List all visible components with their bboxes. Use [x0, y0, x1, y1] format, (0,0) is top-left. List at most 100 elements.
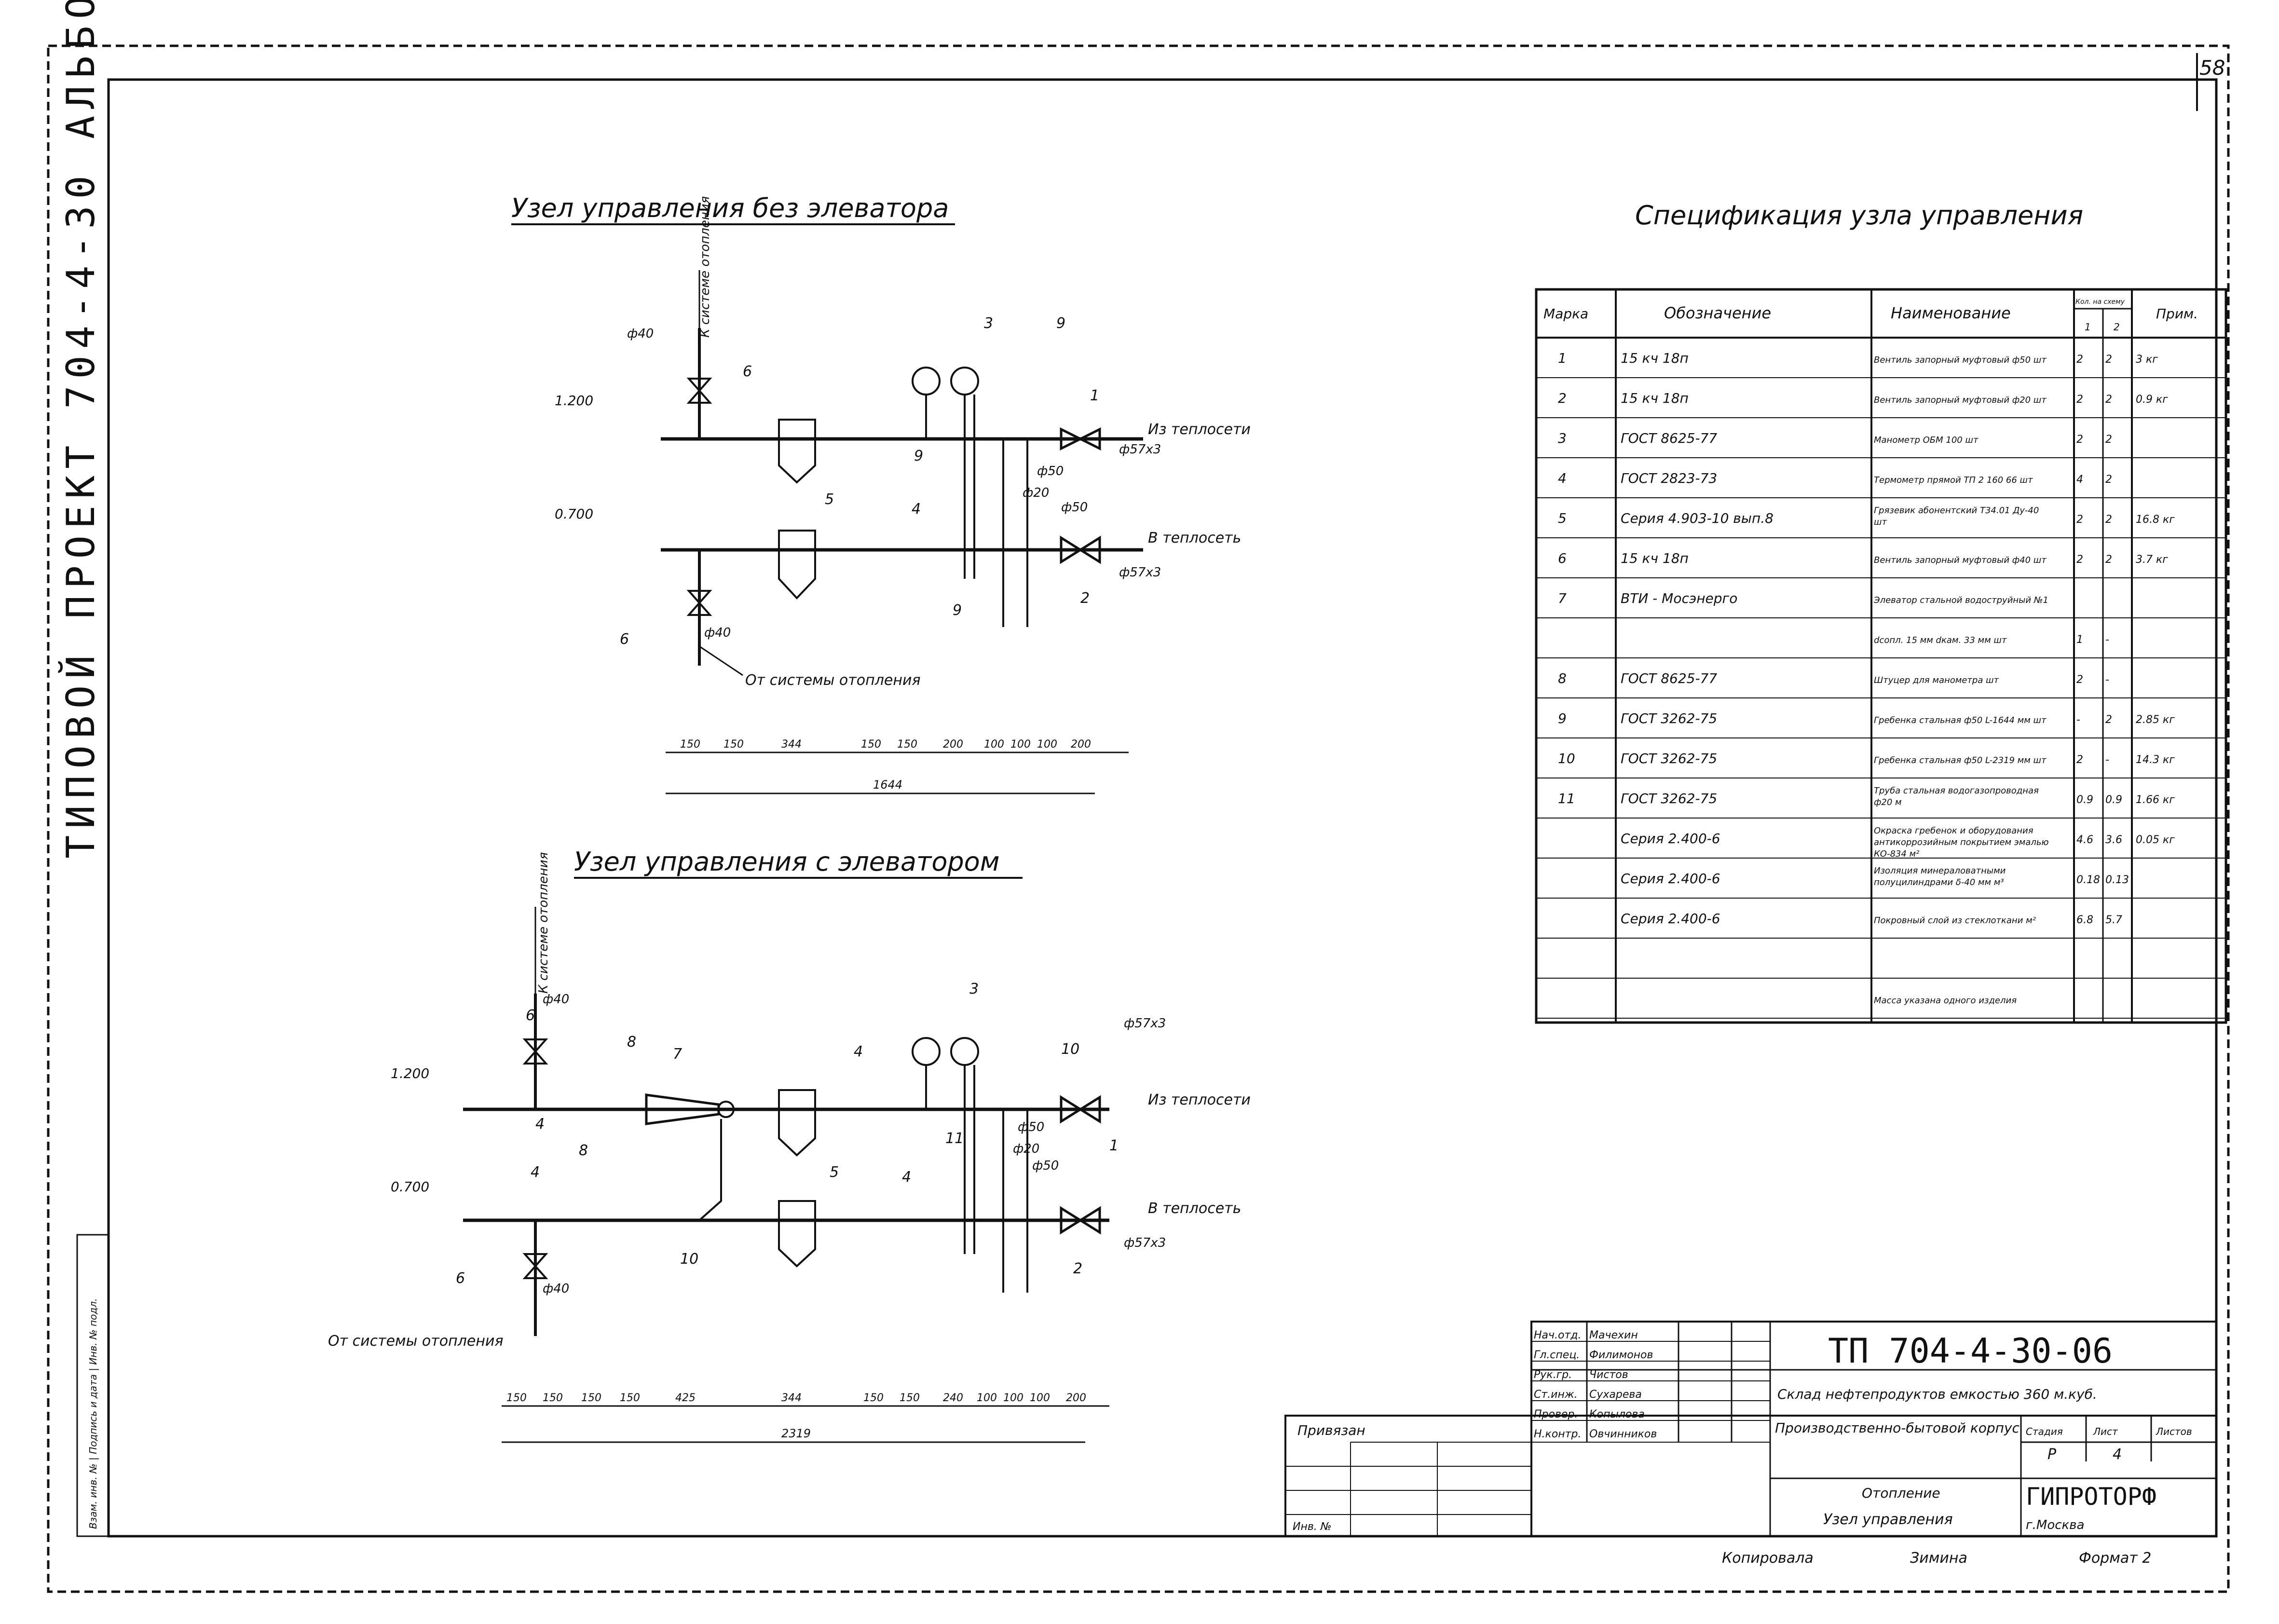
spec-cell-q1: 1: [2076, 634, 2083, 646]
callout: 10: [680, 1251, 698, 1268]
diameter-mark: ф20: [1023, 486, 1049, 500]
spec-cell-q2: -: [2105, 754, 2109, 766]
dimension: 200: [1066, 1392, 1086, 1404]
dimension: 100: [1030, 1392, 1050, 1404]
tb-person: Копылова: [1589, 1408, 1645, 1420]
diagram1-title: Узел управления без элеватора: [511, 193, 949, 223]
dimension: 150: [723, 738, 744, 751]
spec-cell-q1: 2: [2076, 514, 2083, 526]
spec-cell-note: 16.8 кг: [2136, 514, 2175, 526]
dimension: 425: [675, 1392, 696, 1404]
callout: 6: [456, 1270, 465, 1287]
album-side-label: ТИПОВОЙ ПРОЕКТ 704-4-30 АЛЬБОМ I: [58, 0, 103, 859]
tb-project-name: Склад нефтепродуктов емкостью 360 м.куб.: [1777, 1386, 2097, 1402]
diagram1-from-system: От системы отопления: [745, 672, 921, 689]
spec-cell-mark: 4: [1558, 470, 1567, 486]
page-number: 58: [2199, 56, 2225, 80]
spec-cell-designation: ГОСТ 3262-75: [1621, 710, 1717, 726]
spec-cell-designation: 15 кч 18п: [1621, 350, 1689, 366]
tb-role: Провер.: [1534, 1408, 1578, 1420]
tb-copier: Зимина: [1910, 1550, 1967, 1567]
mud-trap-icon: [778, 419, 816, 484]
elevator-icon: [645, 1093, 720, 1125]
spec-cell-name: Штуцер для манометра шт: [1874, 675, 1999, 685]
dimension: 100: [1010, 738, 1031, 751]
spec-cell-q2: 2: [2105, 554, 2112, 566]
spec-cell-q2: 2: [2105, 394, 2112, 406]
valve-icon: [686, 378, 712, 393]
diameter-mark: ф57х3: [1119, 565, 1161, 580]
spec-cell-designation: 15 кч 18п: [1621, 390, 1689, 406]
spec-title: Спецификация узла управления: [1635, 200, 2083, 231]
level-mark: 1.200: [555, 393, 593, 409]
spec-cell-q2: 2: [2105, 474, 2112, 486]
tb-stage: Р: [2047, 1446, 2057, 1463]
tb-person: Филимонов: [1589, 1349, 1653, 1361]
spec-cell-q2: 5.7: [2105, 914, 2122, 926]
spec-cell-name: Масса указана одного изделия: [1874, 996, 2017, 1006]
spec-cell-mark: 2: [1558, 390, 1567, 406]
spec-cell-q2: 2: [2105, 514, 2112, 526]
dimension: 200: [1071, 738, 1091, 751]
dimension: 150: [543, 1392, 563, 1404]
diameter-mark: ф57х3: [1124, 1236, 1166, 1250]
dimension: 150: [581, 1392, 601, 1404]
dimension: 150: [900, 1392, 920, 1404]
callout: 9: [914, 448, 923, 464]
diameter-mark: ф40: [704, 626, 731, 640]
spec-cell-mark: 3: [1558, 430, 1567, 446]
tb-project-code: ТП 704-4-30-06: [1828, 1331, 2113, 1371]
spec-header-note: Прим.: [2156, 306, 2198, 322]
spec-header-q2: 2: [2114, 321, 2120, 333]
dimension: 150: [861, 738, 881, 751]
mud-trap-icon: [778, 1200, 816, 1268]
spec-header-name: Наименование: [1891, 304, 2011, 322]
spec-cell-note: 0.9 кг: [2136, 394, 2168, 406]
spec-cell-designation: 15 кч 18п: [1621, 550, 1689, 566]
tb-sheet-title: Узел управления: [1823, 1511, 1953, 1528]
title-block: Привязан Инв. № ТП 704-4-30-06 Склад неф…: [1284, 1321, 2217, 1567]
spec-cell-designation: ГОСТ 3262-75: [1621, 791, 1717, 806]
diagram-with-elevator: Узел управления с элеватором К системе о…: [328, 846, 1251, 1443]
spec-header-qty: Кол. на схему: [2075, 298, 2125, 306]
spec-cell-q1: 2: [2076, 354, 2083, 366]
diameter-mark: ф40: [543, 1282, 569, 1296]
callout: 6: [743, 363, 752, 380]
spec-cell-q1: 2: [2076, 554, 2083, 566]
callout: 2: [1073, 1260, 1082, 1277]
diagram1-to-system: К системе отопления: [698, 196, 712, 338]
spec-cell-q2: 2: [2105, 434, 2112, 446]
tb-tied: Привязан: [1297, 1422, 1365, 1438]
tb-section: Отопление: [1862, 1485, 1940, 1501]
callout: 6: [620, 631, 629, 648]
valve-icon: [522, 1038, 548, 1053]
spec-cell-note: 3 кг: [2136, 354, 2158, 366]
valve-icon: [1060, 427, 1083, 451]
tb-copied: Копировала: [1722, 1550, 1814, 1567]
tb-role: Ст.инж.: [1534, 1389, 1578, 1401]
diagram2-from-network: Из теплосети: [1148, 1092, 1251, 1108]
spec-cell-q2: 2: [2105, 714, 2112, 726]
callout: 8: [627, 1034, 636, 1051]
spec-cell-designation: Серия 2.400-6: [1621, 911, 1720, 927]
spec-cell-q1: 4.6: [2076, 834, 2093, 846]
tb-org: ГИПРОТОРФ: [2026, 1483, 2156, 1511]
spec-cell-mark: 7: [1558, 590, 1567, 606]
spec-cell-q1: 2: [2076, 754, 2083, 766]
callout: 3: [969, 981, 979, 997]
tb-sheet: 4: [2113, 1446, 2122, 1463]
spec-cell-mark: 11: [1558, 791, 1575, 806]
level-mark: 0.700: [391, 1179, 429, 1195]
tb-sheets-header: Листов: [2156, 1426, 2192, 1437]
tb-person: Сухарева: [1589, 1389, 1642, 1401]
callout: 9: [953, 602, 962, 619]
diagram1-from-network: Из теплосети: [1148, 421, 1251, 438]
diagram2-to-system: К системе отопления: [536, 852, 551, 994]
dimension: 150: [620, 1392, 640, 1404]
spec-cell-q2: -: [2105, 634, 2109, 646]
callout: 4: [531, 1164, 540, 1181]
spec-cell-mark: 1: [1558, 350, 1567, 366]
dimension: 150: [680, 738, 700, 751]
